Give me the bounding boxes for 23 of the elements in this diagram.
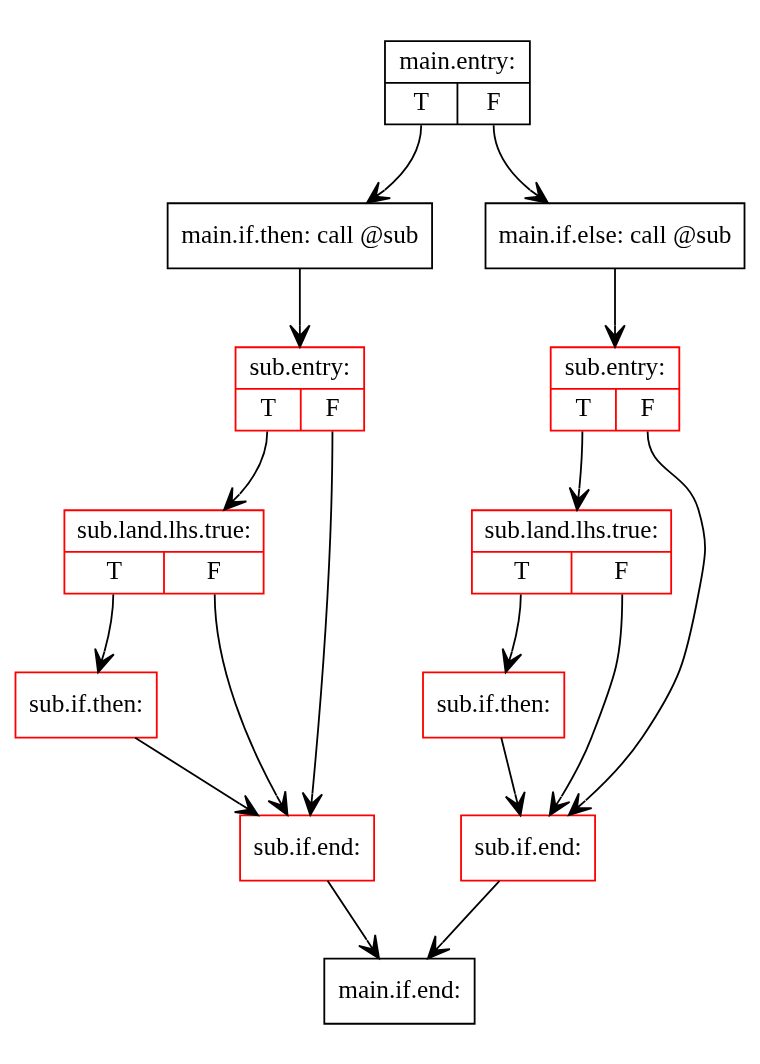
node-box: sub.if.end: bbox=[239, 814, 375, 882]
node-box: main.if.else: call @sub bbox=[484, 202, 746, 270]
arrow bbox=[289, 267, 311, 348]
arrow bbox=[604, 267, 626, 348]
node-box: main.if.then: call @sub bbox=[166, 202, 433, 270]
arrow bbox=[501, 593, 523, 674]
arrow bbox=[500, 736, 526, 817]
arrow bbox=[213, 593, 289, 816]
node-box: sub.if.then: bbox=[422, 671, 566, 739]
arrow bbox=[326, 879, 380, 960]
arrow bbox=[568, 430, 590, 511]
arrow bbox=[567, 430, 706, 816]
arrow bbox=[427, 879, 501, 960]
arrow bbox=[492, 124, 549, 204]
arrow bbox=[94, 593, 115, 674]
node-box: sub.if.then: bbox=[14, 671, 158, 739]
arrow bbox=[366, 124, 423, 204]
arrow bbox=[548, 593, 624, 817]
arrow bbox=[301, 430, 334, 816]
arrow bbox=[223, 430, 269, 511]
arrow bbox=[134, 736, 260, 817]
node-box: sub.if.end: bbox=[460, 814, 596, 882]
node-box: main.if.end: bbox=[323, 957, 476, 1025]
